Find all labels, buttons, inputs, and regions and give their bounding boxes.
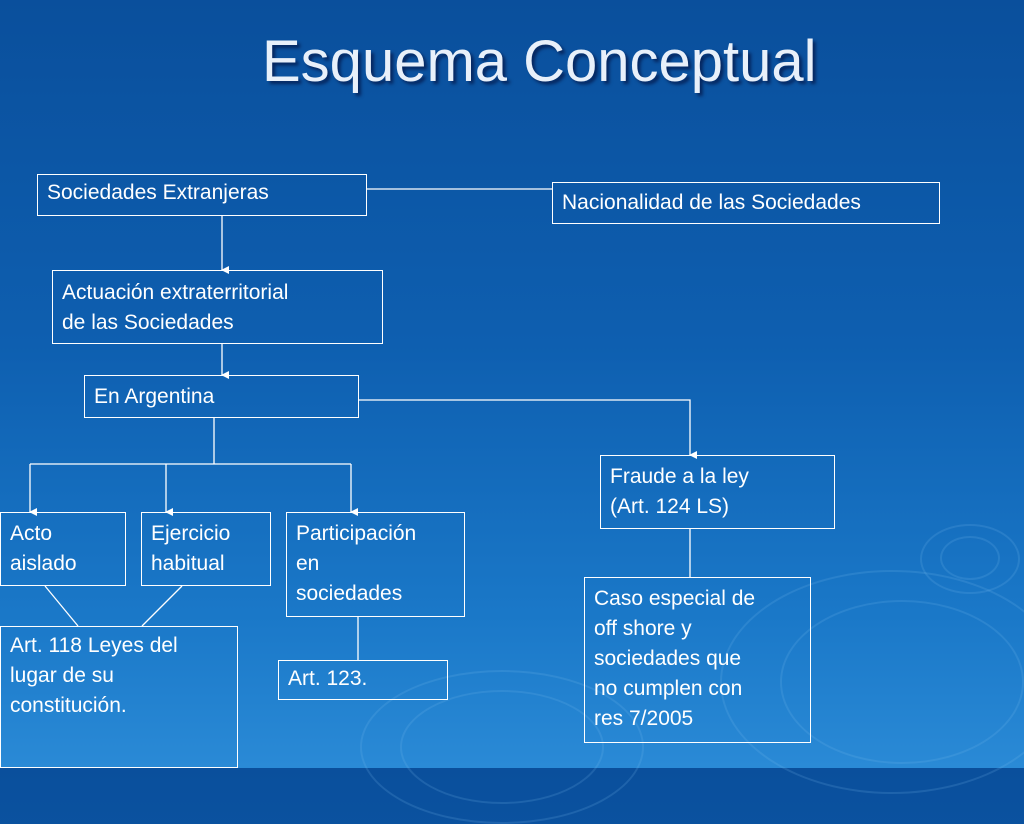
node-actuacion: Actuación extraterritorial de las Socied… (52, 270, 383, 344)
arrow-argentina-fraude (358, 399, 697, 459)
node-ejercicio-habitual: Ejercicio habitual (141, 512, 271, 586)
link-ejercicio-art118 (141, 585, 183, 627)
node-caso-especial: Caso especial de off shore y sociedades … (584, 577, 811, 743)
node-art118: Art. 118 Leyes del lugar de su constituc… (0, 626, 238, 768)
link-acto-art118 (44, 585, 79, 627)
node-art123: Art. 123. (278, 660, 448, 700)
node-nacionalidad: Nacionalidad de las Sociedades (552, 182, 940, 224)
connector-lines (29, 266, 697, 627)
page-title: Esquema Conceptual (262, 29, 817, 94)
node-participacion: Participación en sociedades (286, 512, 465, 617)
node-sociedades-extranjeras: Sociedades Extranjeras (37, 174, 367, 216)
node-en-argentina: En Argentina (84, 375, 359, 418)
node-acto-aislado: Acto aislado (0, 512, 126, 586)
node-fraude: Fraude a la ley (Art. 124 LS) (600, 455, 835, 529)
